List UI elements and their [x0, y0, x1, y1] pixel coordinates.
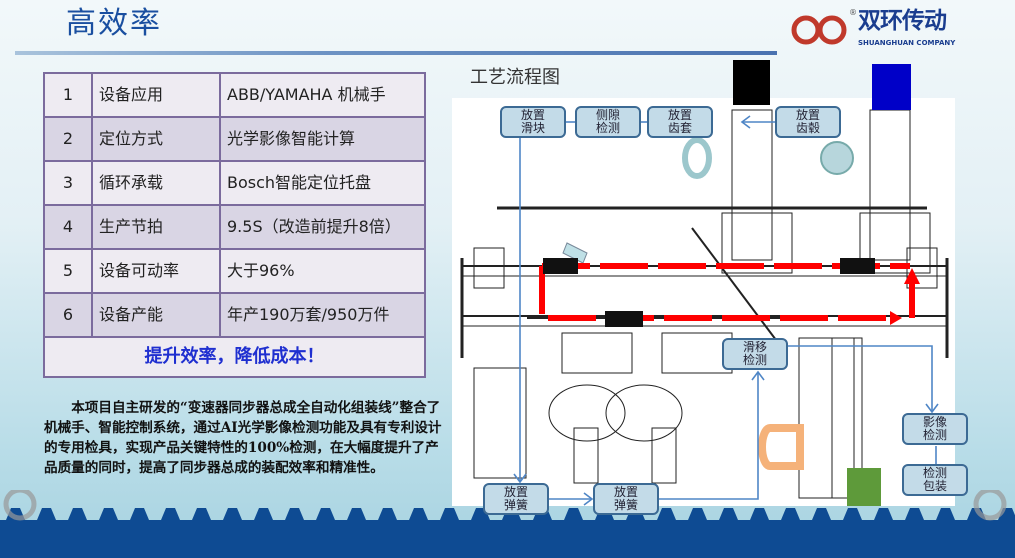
spec-value: 大于96%	[219, 248, 426, 294]
step-label: 滑移 检测	[742, 340, 767, 367]
spec-no: 3	[43, 160, 93, 206]
spec-item: 设备产能	[91, 292, 221, 338]
gear-icon	[973, 490, 1007, 521]
spec-item: 生产节拍	[91, 204, 221, 250]
spec-no: 6	[43, 292, 93, 338]
machine-layout	[460, 109, 949, 506]
step-place-slider: 放置 滑块	[500, 106, 566, 138]
process-diagram: 放置 滑块 侧隙 检测 放置 齿套 放置 齿毂 滑移 检测 影像 检测 检测 包…	[452, 98, 968, 506]
arrow-right-icon	[890, 311, 902, 325]
flow-title: 工艺流程图	[470, 67, 560, 88]
step-label: 检测 包装	[922, 466, 947, 493]
step-place-sleeve: 放置 齿套	[647, 106, 713, 138]
arrow-up-icon	[904, 268, 920, 284]
step-backlash-check: 侧隙 检测	[575, 106, 641, 138]
step-label: 放置 弹簧	[503, 485, 528, 512]
step-place-hub: 放置 齿毂	[775, 106, 841, 138]
spec-item: 定位方式	[91, 116, 221, 162]
step-place-spring-2: 放置 弹簧	[593, 483, 659, 515]
gear-icon	[3, 490, 37, 521]
company-logo: ® 双环传动 SHUANGHUAN COMPANY	[790, 8, 990, 52]
step-label: 放置 滑块	[520, 108, 545, 135]
page-title: 高效率	[66, 6, 162, 41]
blue-marker	[872, 64, 911, 110]
step-place-spring-1: 放置 弹簧	[483, 483, 549, 515]
spec-no: 2	[43, 116, 93, 162]
gear-wave-band	[0, 490, 1015, 558]
step-label: 放置 齿毂	[795, 108, 820, 135]
spec-item: 设备应用	[91, 72, 221, 118]
wave-teeth	[0, 508, 1015, 558]
step-check-pack: 检测 包装	[902, 464, 968, 496]
spec-no: 1	[43, 72, 93, 118]
description-paragraph: 本项目自主研发的“变速器同步器总成全自动化组装线”整合了机械手、智能控制系统，通…	[44, 400, 442, 476]
step-slip-check: 滑移 检测	[722, 338, 788, 370]
registered-mark: ®	[849, 8, 857, 17]
step-label: 放置 弹簧	[613, 485, 638, 512]
spec-value: 年产190万套/950万件	[219, 292, 426, 338]
spec-no: 4	[43, 204, 93, 250]
logo-name: 双环传动	[858, 8, 947, 34]
spec-item: 循环承载	[91, 160, 221, 206]
title-divider	[15, 51, 777, 55]
logo-subtitle: SHUANGHUAN COMPANY	[858, 39, 956, 47]
spec-value: 光学影像智能计算	[219, 116, 426, 162]
spec-value: Bosch智能定位托盘	[219, 160, 426, 206]
step-label: 影像 检测	[922, 415, 947, 442]
spec-no: 5	[43, 248, 93, 294]
spec-item: 设备可动率	[91, 248, 221, 294]
step-image-check: 影像 检测	[902, 413, 968, 445]
spec-value: 9.5S（改造前提升8倍）	[219, 204, 426, 250]
spec-value: ABB/YAMAHA 机械手	[219, 72, 426, 118]
rings-logo-icon	[791, 15, 847, 45]
step-label: 放置 齿套	[667, 108, 692, 135]
step-label: 侧隙 检测	[595, 108, 620, 135]
black-marker	[733, 60, 770, 105]
spec-footer: 提升效率，降低成本！	[43, 336, 426, 378]
